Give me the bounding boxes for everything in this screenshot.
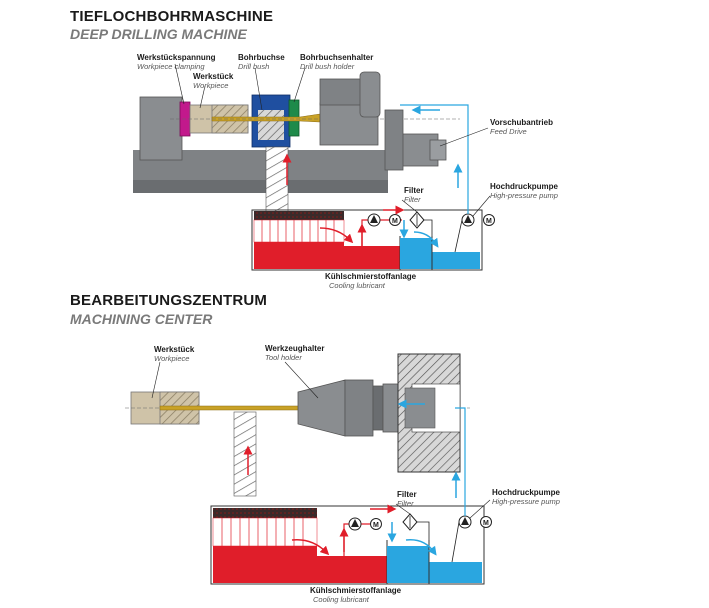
leader-bush-holder bbox=[293, 67, 306, 103]
tank-clean-coolant bbox=[400, 238, 432, 269]
mc-tank-dirty-coolant bbox=[213, 546, 317, 583]
motor-cap bbox=[359, 71, 381, 118]
filter-motor-icon bbox=[389, 214, 401, 226]
mc-leader-workpiece bbox=[151, 361, 161, 399]
label-bush-holder-en: Drill bush holder bbox=[300, 62, 355, 71]
mc-label-toolholder-de: Werkzeughalter bbox=[265, 344, 324, 353]
label-feed-en: Feed Drive bbox=[490, 127, 527, 136]
mc-filter-motor-m: M bbox=[373, 522, 379, 529]
label-coolant-en: Cooling lubricant bbox=[329, 281, 386, 290]
label-feed-de: Vorschubantrieb bbox=[490, 118, 553, 127]
mc-chip-chute bbox=[233, 411, 257, 497]
mc-hp-pump-triangle bbox=[461, 517, 469, 525]
label-bush-de: Bohrbuchse bbox=[238, 53, 285, 62]
filter-to-tank bbox=[424, 219, 433, 236]
machining-center-diagram: M M Werkstück Workpiece Werkzeughalter T… bbox=[125, 344, 561, 604]
mc-leader-toolholder bbox=[284, 361, 319, 399]
tank-clean-coolant-2 bbox=[432, 252, 480, 269]
leader-feed bbox=[439, 127, 489, 147]
mc-hp-motor-icon bbox=[480, 516, 492, 528]
leader-pump bbox=[472, 195, 491, 217]
mc-tool-holder-flange-2 bbox=[372, 385, 384, 431]
mc-tank-clean-coolant bbox=[387, 546, 429, 583]
mc-label-pump-en: High-pressure pump bbox=[492, 497, 560, 506]
mc-flow-blue bbox=[405, 539, 437, 556]
mc-label-coolant-en: Cooling lubricant bbox=[313, 595, 370, 604]
mc-spindle-inner bbox=[404, 387, 436, 429]
mc-tank-filter-grid bbox=[212, 517, 318, 547]
hp-motor-icon bbox=[483, 214, 495, 226]
deep-drilling-diagram: M M Werkstückspannung Workpiece clamping… bbox=[133, 53, 559, 290]
machine-bed-lower bbox=[133, 180, 388, 193]
headstock bbox=[139, 96, 183, 161]
mc-hp-pump-suction bbox=[451, 521, 460, 563]
mc-tank-clean-coolant-2 bbox=[429, 562, 482, 583]
label-workpiece-en: Workpiece bbox=[193, 81, 228, 90]
label-pump-en: High-pressure pump bbox=[490, 191, 558, 200]
tank-dirty-chips bbox=[254, 211, 344, 220]
hp-feed-line-blue bbox=[400, 104, 469, 214]
mc-tank-dirty-chips bbox=[213, 508, 317, 518]
label-filter-en: Filter bbox=[404, 195, 421, 204]
coolant-tank-outline bbox=[251, 209, 483, 271]
hp-pump-suction bbox=[454, 219, 463, 253]
mc-label-coolant-de: Kühlschmierstoffanlage bbox=[310, 586, 402, 595]
feed-column bbox=[384, 109, 404, 171]
mc-label-filter-de: Filter bbox=[397, 490, 417, 499]
mc-leader-pump bbox=[469, 499, 491, 519]
mc-tool-holder bbox=[297, 379, 346, 437]
deep-drilling-title-de: TIEFLOCHBOHRMASCHINE bbox=[70, 8, 274, 25]
drill-bush-holder-inner bbox=[258, 110, 284, 140]
mc-label-toolholder-en: Tool holder bbox=[265, 353, 302, 362]
leader-clamping bbox=[174, 63, 185, 105]
leader-bush bbox=[254, 67, 263, 111]
hp-motor-m: M bbox=[486, 218, 492, 225]
machining-center-title-de: BEARBEITUNGSZENTRUM bbox=[70, 292, 268, 309]
label-clamping-en: Workpiece clamping bbox=[137, 62, 205, 71]
mc-label-pump-de: Hochdruckpumpe bbox=[492, 488, 561, 497]
feed-drive-shaft bbox=[429, 139, 447, 161]
leader-filter bbox=[401, 199, 418, 213]
leader-workpiece bbox=[199, 85, 206, 109]
label-coolant-de: Kühlschmierstoffanlage bbox=[325, 272, 417, 281]
mc-label-filter-en: Filter bbox=[397, 499, 414, 508]
mc-filter-motor-icon bbox=[370, 518, 382, 530]
deep-drilling-title-en: DEEP DRILLING MACHINE bbox=[70, 26, 247, 42]
label-bush-holder-de: Bohrbuchsenhalter bbox=[300, 53, 373, 62]
mc-filter-pump-triangle bbox=[351, 519, 359, 527]
filter-motor-m: M bbox=[392, 218, 398, 225]
tank-dirty-coolant bbox=[254, 242, 344, 269]
tank-flow-red bbox=[319, 227, 354, 244]
tank-flow-blue bbox=[413, 231, 439, 248]
mc-flow-red bbox=[291, 539, 330, 556]
label-bush-en: Drill bush bbox=[238, 62, 269, 71]
motor-box bbox=[319, 78, 363, 106]
mc-tank-filter-grid-lines bbox=[221, 518, 304, 546]
tank-filter-grid bbox=[253, 219, 345, 243]
label-filter-de: Filter bbox=[404, 186, 424, 195]
mc-tool-holder-flange bbox=[344, 379, 374, 437]
tank-filter-grid-lines bbox=[261, 220, 335, 242]
label-pump-de: Hochdruckpumpe bbox=[490, 182, 559, 191]
tank-dirty-coolant-2 bbox=[344, 246, 400, 269]
filter-pump-triangle bbox=[370, 215, 378, 223]
label-workpiece-de: Werkstück bbox=[193, 72, 234, 81]
mc-tank-outline bbox=[210, 505, 485, 585]
label-clamping-de: Werkstückspannung bbox=[137, 53, 216, 62]
mc-hp-motor-m: M bbox=[483, 520, 489, 527]
chip-chute bbox=[265, 146, 289, 213]
mc-leader-filter bbox=[395, 503, 411, 515]
mc-label-workpiece-en: Workpiece bbox=[154, 354, 189, 363]
machining-center-title-en: MACHINING CENTER bbox=[70, 311, 213, 327]
mc-hp-feed-line-blue bbox=[455, 407, 466, 516]
hp-pump-triangle bbox=[464, 215, 472, 223]
mc-tank-dirty-coolant-2 bbox=[317, 556, 387, 583]
mc-label-workpiece-de: Werkstück bbox=[154, 345, 195, 354]
mc-filter-to-tank bbox=[417, 521, 430, 540]
